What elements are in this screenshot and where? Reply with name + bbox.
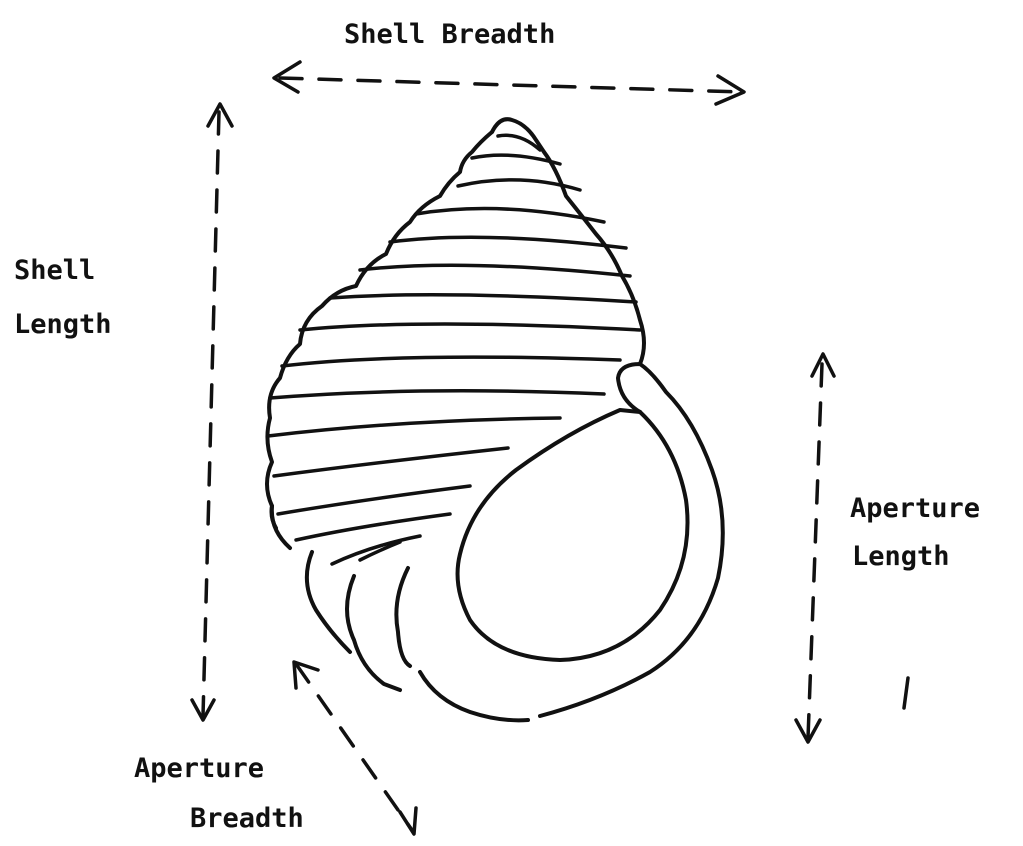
shell-length-arrow: [192, 104, 232, 720]
stray-mark: [904, 678, 908, 708]
shell-breadth-arrow: [274, 62, 744, 104]
aperture-length-label-line1: Aperture: [850, 486, 980, 532]
shell-breadth-label: Shell Breadth: [344, 12, 555, 58]
aperture-length-arrow: [796, 354, 834, 742]
aperture-length-label-line2: Length: [852, 534, 950, 580]
aperture-breadth-label-line1: Aperture: [134, 746, 264, 792]
aperture-breadth-label-line2: Breadth: [190, 796, 304, 842]
shell-ribs: [268, 135, 640, 564]
shell-length-label-line2: Length: [14, 302, 112, 348]
shell-length-label-line1: Shell: [14, 248, 95, 294]
